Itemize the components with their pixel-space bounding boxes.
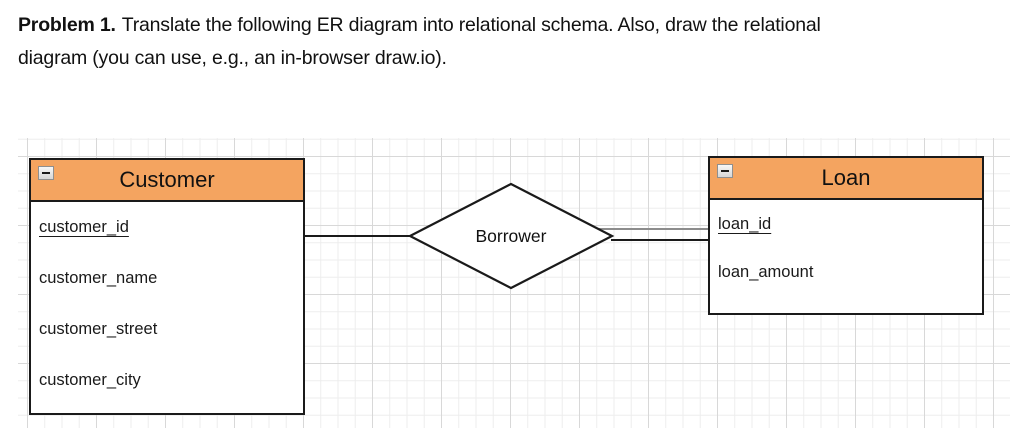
- collapse-minus-icon[interactable]: [717, 164, 733, 178]
- connector-borrower-loan-upper[interactable]: [599, 228, 709, 230]
- problem-line1: Translate the following ER diagram into …: [121, 14, 821, 36]
- attribute-row-loan_amount[interactable]: loan_amount: [710, 248, 982, 296]
- attribute-label: loan_id: [718, 214, 772, 233]
- attribute-row-customer_id[interactable]: customer_id: [31, 202, 303, 253]
- entity-customer-header[interactable]: Customer: [31, 160, 303, 202]
- diamond-shape: [407, 182, 615, 290]
- entity-title: Customer: [119, 167, 215, 192]
- minus-glyph: [42, 172, 50, 174]
- problem-statement: Problem 1.Translate the following ER dia…: [18, 9, 1012, 75]
- relationship-label: Borrower: [475, 225, 547, 246]
- attribute-label: customer_id: [39, 218, 129, 236]
- attribute-label: customer_name: [39, 269, 158, 287]
- minus-glyph: [721, 170, 729, 172]
- connector-customer-borrower[interactable]: [304, 235, 410, 237]
- attribute-label: customer_city: [39, 371, 141, 389]
- attribute-label: loan_amount: [718, 262, 814, 281]
- attribute-row-customer_name[interactable]: customer_name: [31, 253, 303, 304]
- problem-line2: diagram (you can use, e.g., an in-browse…: [18, 47, 447, 69]
- entity-loan-header[interactable]: Loan: [710, 158, 982, 200]
- attribute-label: customer_street: [39, 320, 158, 338]
- problem-label: Problem 1.: [18, 14, 116, 36]
- collapse-minus-icon[interactable]: [38, 166, 54, 180]
- entity-title: Loan: [821, 165, 871, 190]
- entity-loan[interactable]: Loan loan_id loan_amount: [708, 156, 984, 315]
- attribute-row-loan_id[interactable]: loan_id: [710, 200, 982, 248]
- entity-loan-attributes: loan_id loan_amount: [710, 200, 982, 296]
- relationship-borrower[interactable]: Borrower: [405, 182, 617, 290]
- connector-borrower-loan-lower[interactable]: [611, 239, 709, 241]
- attribute-row-customer_city[interactable]: customer_city: [31, 355, 303, 406]
- attribute-row-customer_street[interactable]: customer_street: [31, 304, 303, 355]
